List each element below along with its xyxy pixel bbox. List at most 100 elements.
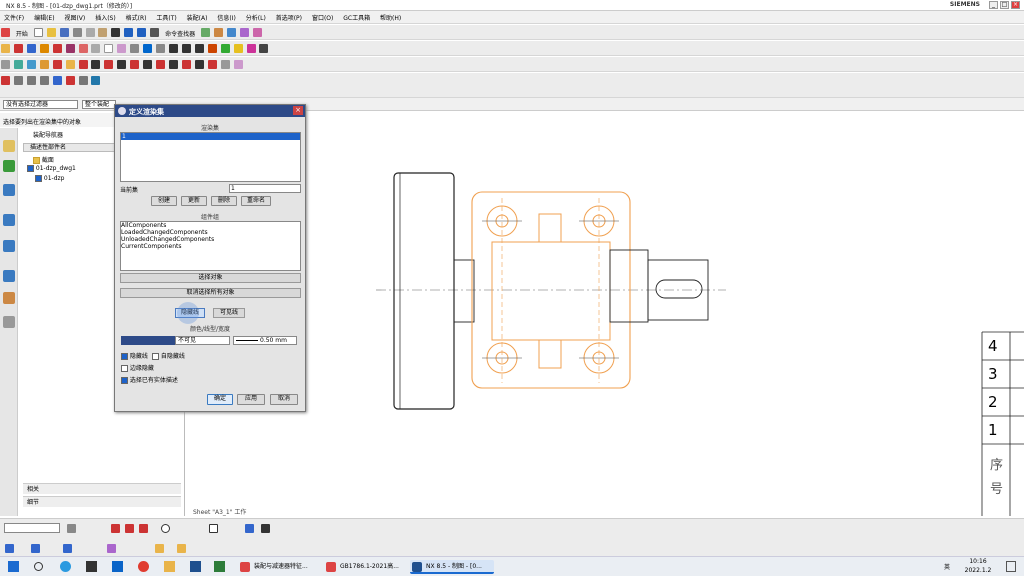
navigator-item-section[interactable]: 截面 <box>33 155 54 164</box>
edit-icon[interactable] <box>1 76 10 85</box>
constraint-icon[interactable] <box>155 544 164 553</box>
align-icon[interactable] <box>117 60 127 69</box>
notification-icon[interactable] <box>1006 561 1016 572</box>
update-view-icon[interactable] <box>91 44 101 53</box>
dialog-close-button[interactable]: × <box>293 106 303 115</box>
redo-icon[interactable] <box>137 28 147 37</box>
file-explorer-icon[interactable] <box>164 561 175 572</box>
line-tool-icon[interactable] <box>125 524 134 533</box>
plus-tool-icon[interactable] <box>261 524 270 533</box>
drawing-canvas[interactable]: 4 3 2 1 序号 <box>186 128 1024 516</box>
arrow-icon[interactable] <box>91 76 101 85</box>
sketch-tool-icon[interactable] <box>67 524 76 533</box>
surface-finish-icon[interactable] <box>39 60 49 69</box>
command-finder-button[interactable]: 命令查找器 <box>165 31 196 38</box>
ime-indicator[interactable]: 英 <box>944 564 951 571</box>
maximize-button[interactable]: □ <box>1000 1 1009 9</box>
help-icon[interactable] <box>259 44 269 53</box>
detail-view-icon[interactable] <box>39 44 49 53</box>
render-set-item[interactable]: 1 <box>121 133 300 140</box>
search-icon[interactable] <box>34 562 43 571</box>
mail-icon[interactable] <box>112 561 123 572</box>
clear-selection-button[interactable]: 取消选择所有对象 <box>120 288 301 298</box>
datum-icon[interactable] <box>26 60 36 69</box>
measure-icon[interactable] <box>246 44 256 53</box>
arc-icon[interactable] <box>130 44 140 53</box>
menu-edit[interactable]: 编辑(E) <box>34 15 55 22</box>
hide-icon[interactable] <box>65 76 75 85</box>
checkbox-icon[interactable] <box>121 377 128 384</box>
profile-icon[interactable] <box>111 524 120 533</box>
table-icon[interactable] <box>78 60 88 69</box>
task-view-icon[interactable] <box>86 561 97 572</box>
tolerance-icon[interactable] <box>13 60 23 69</box>
open-folder-icon[interactable] <box>46 28 56 37</box>
render-icon[interactable] <box>239 28 249 37</box>
angle-icon[interactable] <box>181 60 191 69</box>
hole-table-icon[interactable] <box>104 60 114 69</box>
assembly-scope-dropdown[interactable]: 整个装配 <box>82 100 116 109</box>
operations-list[interactable]: AllComponents LoadedChangedComponents Un… <box>120 221 301 271</box>
rotate-icon[interactable] <box>220 44 230 53</box>
refresh-icon[interactable] <box>207 60 217 69</box>
break-view-icon[interactable] <box>65 44 75 53</box>
extend-icon[interactable] <box>31 544 40 553</box>
assembly-navigator-tab-icon[interactable] <box>3 140 15 152</box>
ok-button[interactable]: 确定 <box>207 394 233 405</box>
area-fill-icon[interactable] <box>143 60 153 69</box>
parts-list-icon[interactable] <box>91 60 101 69</box>
drawing-sheet-icon[interactable] <box>1 44 10 53</box>
menu-insert[interactable]: 插入(S) <box>95 15 116 22</box>
fit-icon[interactable] <box>207 44 217 53</box>
windows-start-icon[interactable] <box>8 561 19 572</box>
coord-icon[interactable] <box>194 60 204 69</box>
weld-icon[interactable] <box>52 60 62 69</box>
linetype-dropdown[interactable]: 不可见 <box>175 336 230 345</box>
menu-analysis[interactable]: 分析(L) <box>245 15 266 22</box>
text-icon[interactable] <box>156 60 166 69</box>
close-button[interactable]: × <box>1011 1 1020 9</box>
operation-item[interactable]: LoadedChangedComponents <box>121 229 208 236</box>
projected-view-icon[interactable] <box>26 44 36 53</box>
sketch-icon[interactable] <box>104 44 114 53</box>
circle-tool-icon[interactable] <box>161 524 170 533</box>
navigator-item-dwg1[interactable]: 01-dzp_dwg1 <box>27 165 76 172</box>
offset-icon[interactable] <box>63 544 72 553</box>
rename-button[interactable]: 重命名 <box>241 196 271 206</box>
table-10-icon[interactable] <box>39 76 49 85</box>
line-icon[interactable] <box>117 44 127 53</box>
render-set-list[interactable]: 1 <box>120 132 301 182</box>
cut-icon[interactable] <box>72 28 82 37</box>
width-dropdown[interactable]: 0.50 mm <box>233 336 297 345</box>
undo-icon[interactable] <box>124 28 134 37</box>
chrome-icon[interactable] <box>138 561 149 572</box>
point-tool-icon[interactable] <box>245 524 254 533</box>
roles-tab-icon[interactable] <box>3 292 15 304</box>
current-set-input[interactable]: 1 <box>229 184 301 193</box>
tool-icon[interactable] <box>213 28 223 37</box>
diagonal-icon[interactable] <box>78 76 88 85</box>
navigator-item-dzp[interactable]: 01-dzp <box>35 175 65 182</box>
id-symbol-icon[interactable] <box>65 60 75 69</box>
start-icon[interactable] <box>1 28 10 37</box>
operation-item[interactable]: UnloadedChangedComponents <box>121 236 215 243</box>
delete-button[interactable]: 删除 <box>211 196 237 206</box>
app-icon[interactable] <box>190 561 201 572</box>
select-objects-button[interactable]: 选择对象 <box>120 273 301 283</box>
copy-icon[interactable] <box>85 28 95 37</box>
menu-preferences[interactable]: 首选项(P) <box>275 15 303 22</box>
menu-window[interactable]: 窗口(O) <box>311 15 334 22</box>
pan-icon[interactable] <box>194 44 204 53</box>
start-button[interactable]: 开始 <box>15 31 28 38</box>
menu-assembly[interactable]: 装配(A) <box>186 15 208 22</box>
zoom-icon[interactable] <box>181 44 191 53</box>
checkbox-icon[interactable] <box>35 175 42 182</box>
cancel-button[interactable]: 取消 <box>270 394 298 405</box>
create-button[interactable]: 创建 <box>151 196 177 206</box>
crosshatch-icon[interactable] <box>130 60 140 69</box>
navigator-section-details[interactable]: 细节 <box>23 496 181 507</box>
table-100-icon[interactable] <box>13 76 23 85</box>
menu-format[interactable]: 格式(R) <box>125 15 147 22</box>
minimize-button[interactable]: _ <box>989 1 998 9</box>
checkbox-icon[interactable] <box>27 165 34 172</box>
